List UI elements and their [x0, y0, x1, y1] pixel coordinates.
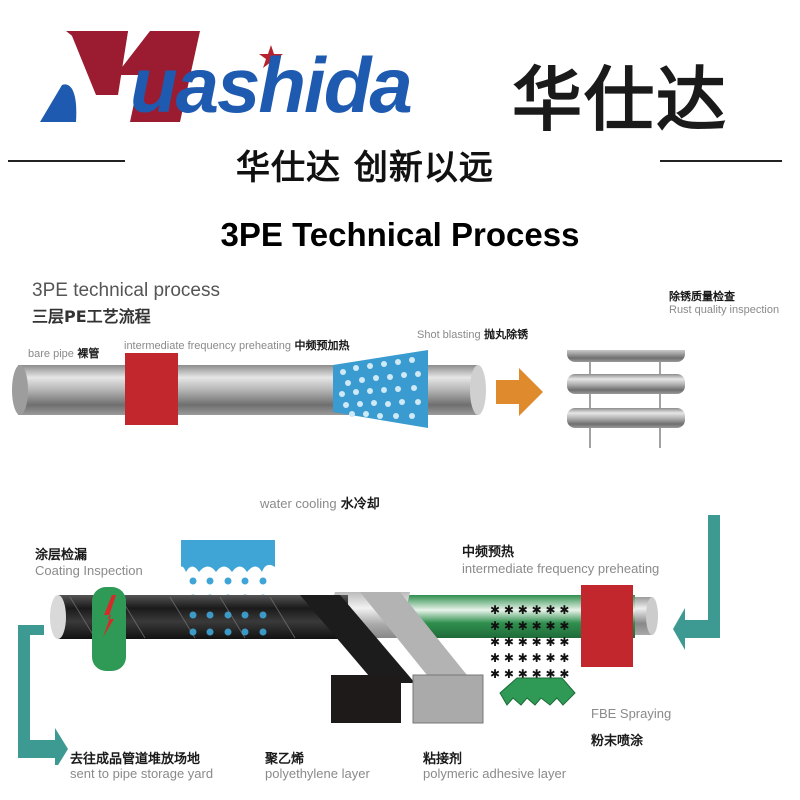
svg-text:✱ ✱ ✱ ✱ ✱ ✱: ✱ ✱ ✱ ✱ ✱ ✱ [490, 651, 569, 665]
top-process-diagram [12, 350, 685, 448]
powder-particles: ✱ ✱ ✱ ✱ ✱ ✱ ✱ ✱ ✱ ✱ ✱ ✱ ✱ ✱ ✱ ✱ ✱ ✱ ✱ ✱ … [490, 603, 569, 681]
label-preheating: intermediate frequency preheating 中频预加热 [124, 339, 350, 352]
svg-text:✱ ✱ ✱ ✱ ✱ ✱: ✱ ✱ ✱ ✱ ✱ ✱ [490, 635, 569, 649]
section-heading-cn: 三层PE工艺流程 [32, 307, 151, 326]
logo-chinese: 华仕达 [512, 59, 728, 141]
inspected-pipes [567, 350, 685, 448]
pe-extruder [331, 675, 401, 723]
bottom-process-diagram: ✱ ✱ ✱ ✱ ✱ ✱ ✱ ✱ ✱ ✱ ✱ ✱ ✱ ✱ ✱ ✱ ✱ ✱ ✱ ✱ … [18, 515, 720, 765]
page-title: 3PE Technical Process [220, 216, 580, 253]
label-pe-cn: 聚乙烯 [265, 752, 305, 767]
label-rust-en: Rust quality inspection [669, 304, 780, 316]
label-storage-en: sent to pipe storage yard [70, 766, 214, 781]
label-coating-cn: 涂层检漏 [35, 548, 88, 563]
label-coating-en: Coating Inspection [35, 563, 143, 578]
arrow-down-left-icon [673, 515, 720, 650]
arrow-down-right-icon [18, 625, 68, 765]
logo-wordmark: uashida [130, 41, 413, 129]
if-heater [581, 585, 633, 667]
label-rust-cn: 除锈质量检查 [669, 290, 735, 303]
water-nozzle [181, 540, 275, 572]
slogan: 华仕达 创新以远 [236, 148, 494, 188]
label-adhesive-en: polymeric adhesive layer [423, 766, 567, 781]
adhesive-strip [360, 592, 475, 685]
heater-coil [125, 353, 178, 425]
label-storage-cn: 去往成品管道堆放场地 [70, 752, 201, 767]
label-fbe-cn: 粉末喷涂 [591, 734, 644, 749]
lightning-icon [103, 595, 116, 637]
star-icon [259, 45, 283, 68]
fbe-spray-gun [499, 677, 576, 706]
label-fbe-en: FBE Spraying [591, 706, 672, 721]
label-if-cn: 中频预热 [462, 545, 515, 560]
svg-text:✱ ✱ ✱ ✱ ✱ ✱: ✱ ✱ ✱ ✱ ✱ ✱ [490, 619, 569, 633]
coating-inspector [92, 587, 126, 671]
label-bare-pipe: bare pipe 裸管 [28, 347, 100, 360]
label-shot-blasting: Shot blasting 抛丸除锈 [417, 328, 529, 341]
label-pe-en: polyethylene layer [265, 766, 370, 781]
label-water-cooling: water cooling 水冷却 [260, 496, 380, 512]
logo-graphic [8, 31, 782, 162]
label-if-en: intermediate frequency preheating [462, 561, 660, 576]
logo-h-blue [40, 84, 77, 122]
label-adhesive-cn: 粘接剂 [423, 752, 463, 767]
svg-text:✱ ✱ ✱ ✱ ✱ ✱: ✱ ✱ ✱ ✱ ✱ ✱ [490, 603, 569, 617]
arrow-right-icon [496, 368, 543, 416]
adhesive-extruder [412, 674, 484, 724]
pe-strip [300, 595, 415, 683]
section-heading-en: 3PE technical process [32, 280, 220, 301]
